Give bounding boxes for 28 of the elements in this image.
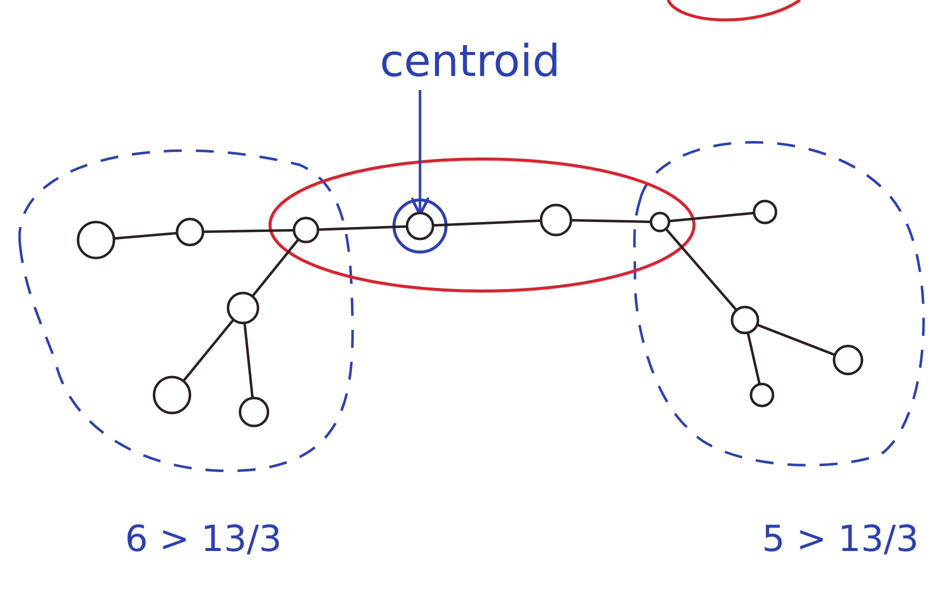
vertex-circle: [750, 382, 774, 408]
vertex-circle: [226, 292, 260, 324]
vertex-circle: [76, 220, 116, 260]
vertex-circle: [176, 218, 204, 246]
tree-edge: [202, 228, 294, 234]
inequality-note: 6 > 13/3: [125, 522, 282, 558]
vertex-circle: [832, 344, 864, 376]
tree-edge: [668, 212, 754, 222]
tree-edge: [570, 219, 652, 224]
vertex-circle: [540, 204, 572, 236]
vertex-circle: [292, 216, 320, 244]
tree-edge: [432, 219, 542, 227]
tree-edge: [746, 332, 761, 385]
tree-edge: [182, 318, 234, 382]
vertex-circle: [650, 212, 670, 232]
tree-edge: [251, 238, 300, 298]
vertex-circle: [406, 212, 434, 240]
node-label: centroid: [370, 40, 570, 84]
vertex-circle: [152, 376, 192, 414]
vertex-circle: [730, 306, 760, 334]
vertex-circle: [238, 396, 270, 428]
tree-edge: [318, 225, 408, 231]
inequality-note: 5 > 13/3: [762, 522, 919, 558]
vertex-circle: [752, 200, 778, 224]
tree-edge: [664, 228, 738, 311]
tree-edge: [114, 232, 178, 240]
tree-edge: [756, 324, 836, 356]
tree-edge: [243, 322, 254, 398]
